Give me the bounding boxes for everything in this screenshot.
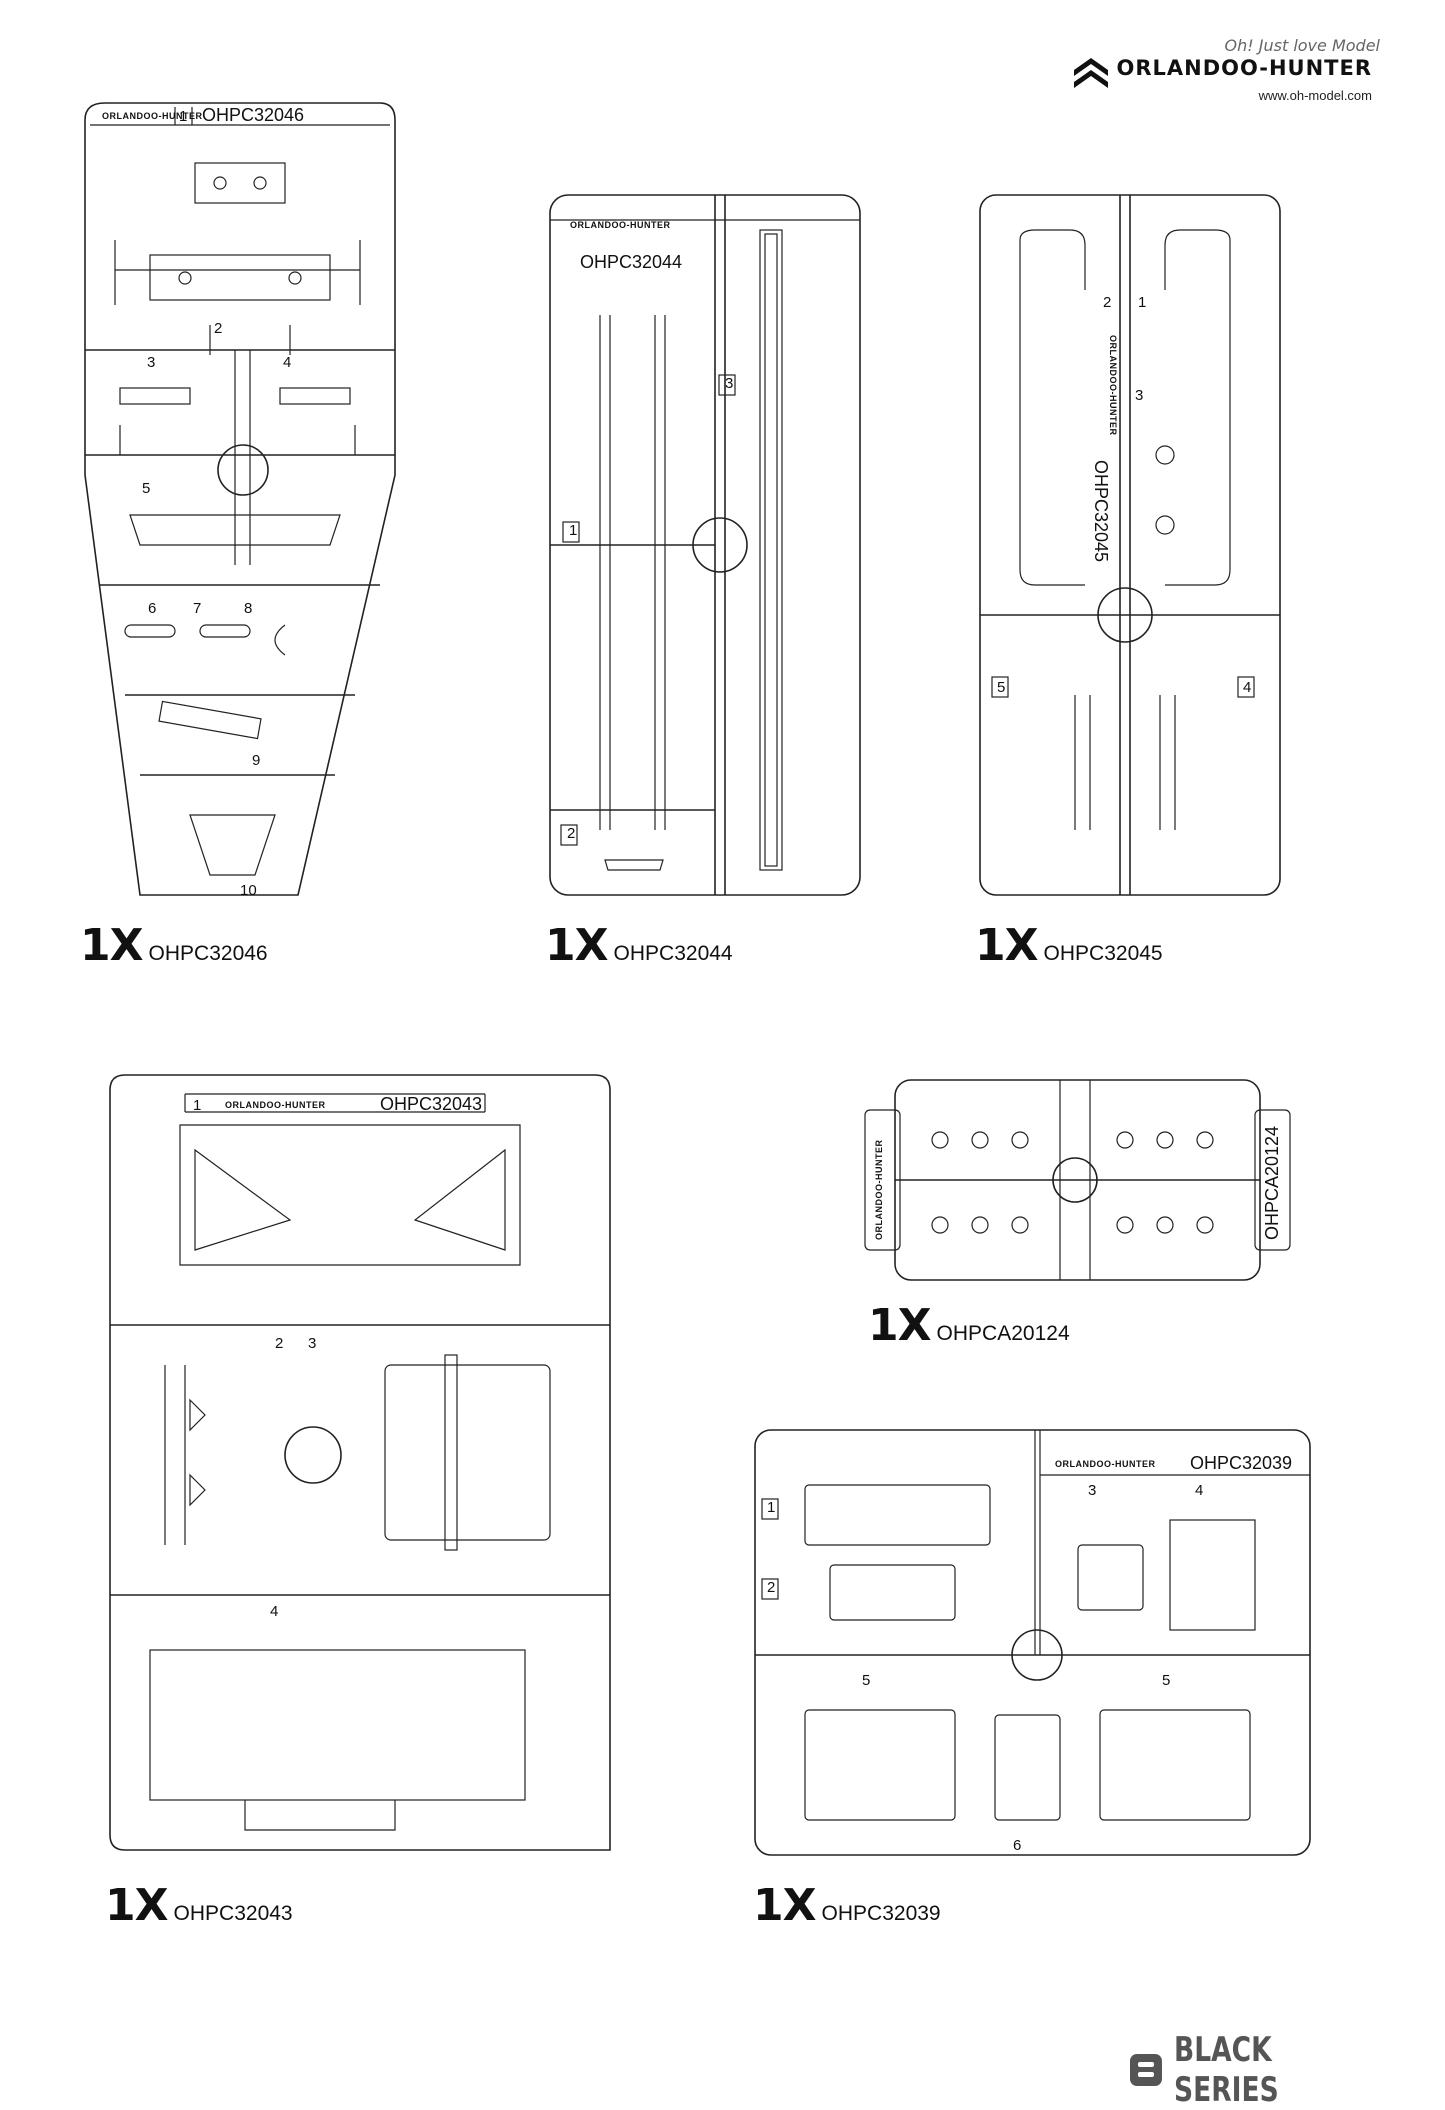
sprue-diagram-ohpc32046: ORLANDOO-HUNTER 1 OHPC32046 2 3 4 5 6 7 … bbox=[84, 102, 396, 899]
plate-brand: ORLANDOO-HUNTER bbox=[1055, 1459, 1156, 1469]
quantity-count: 1X bbox=[753, 1880, 817, 1931]
svg-text:2: 2 bbox=[567, 825, 575, 842]
svg-text:3: 3 bbox=[308, 1335, 316, 1352]
svg-text:1: 1 bbox=[1138, 294, 1146, 311]
svg-text:2: 2 bbox=[214, 320, 222, 337]
quantity-ohpc32044: 1X OHPC32044 bbox=[545, 920, 733, 971]
sprue-diagram-ohpc32044: ORLANDOO-HUNTER OHPC32044 1 3 2 bbox=[549, 194, 861, 896]
svg-text:4: 4 bbox=[1195, 1482, 1203, 1499]
svg-text:7: 7 bbox=[193, 600, 201, 617]
black-series-badge: BLACK SERIES bbox=[1128, 2030, 1445, 2110]
svg-text:5: 5 bbox=[1162, 1672, 1170, 1689]
svg-text:3: 3 bbox=[1088, 1482, 1096, 1499]
quantity-count: 1X bbox=[545, 920, 609, 971]
plate-brand: ORLANDOO-HUNTER bbox=[874, 1140, 884, 1241]
quantity-ohpca20124: 1X OHPCA20124 bbox=[868, 1300, 1070, 1351]
svg-text:1: 1 bbox=[193, 1097, 201, 1114]
part-code: OHPC32044 bbox=[613, 942, 733, 965]
svg-text:2: 2 bbox=[275, 1335, 283, 1352]
svg-text:1: 1 bbox=[179, 108, 187, 125]
plate-brand: ORLANDOO-HUNTER bbox=[1108, 335, 1118, 436]
svg-text:5: 5 bbox=[142, 480, 150, 497]
part-code: OHPC32043 bbox=[173, 1902, 293, 1925]
quantity-count: 1X bbox=[105, 1880, 169, 1931]
quantity-count: 1X bbox=[868, 1300, 932, 1351]
svg-text:1: 1 bbox=[569, 522, 577, 539]
plate-code: OHPC32039 bbox=[1190, 1453, 1292, 1473]
quantity-count: 1X bbox=[975, 920, 1039, 971]
svg-text:3: 3 bbox=[725, 375, 733, 392]
svg-text:1: 1 bbox=[767, 1499, 775, 1516]
sprue-diagram-ohpc32043: 1 ORLANDOO-HUNTER OHPC32043 2 3 4 bbox=[109, 1074, 611, 1851]
svg-text:4: 4 bbox=[283, 354, 291, 371]
svg-text:9: 9 bbox=[252, 752, 260, 769]
orlandoo-hunter-logo-icon bbox=[1074, 58, 1108, 88]
plate-brand: ORLANDOO-HUNTER bbox=[225, 1100, 326, 1110]
svg-text:3: 3 bbox=[1135, 387, 1143, 404]
quantity-count: 1X bbox=[80, 920, 144, 971]
sprue-diagram-ohpca20124: ORLANDOO-HUNTER OHPCA20124 bbox=[864, 1079, 1291, 1281]
brand-tagline: Oh! Just love Model bbox=[1224, 36, 1380, 55]
quantity-ohpc32043: 1X OHPC32043 bbox=[105, 1880, 293, 1931]
plate-code: OHPCA20124 bbox=[1262, 1126, 1282, 1240]
svg-text:2: 2 bbox=[1103, 294, 1111, 311]
part-code: OHPC32045 bbox=[1043, 942, 1163, 965]
part-code: OHPC32046 bbox=[148, 942, 268, 965]
plate-code: OHPC32044 bbox=[580, 252, 682, 272]
quantity-ohpc32039: 1X OHPC32039 bbox=[753, 1880, 941, 1931]
plate-code: OHPC32043 bbox=[380, 1094, 482, 1114]
plate-code: OHPC32046 bbox=[202, 105, 304, 125]
quantity-ohpc32046: 1X OHPC32046 bbox=[80, 920, 268, 971]
sprue-diagram-ohpc32039: ORLANDOO-HUNTER OHPC32039 1 2 3 4 5 5 6 bbox=[754, 1429, 1311, 1856]
svg-text:3: 3 bbox=[147, 354, 155, 371]
svg-text:6: 6 bbox=[1013, 1837, 1021, 1854]
svg-text:5: 5 bbox=[997, 679, 1005, 696]
svg-text:2: 2 bbox=[767, 1579, 775, 1596]
svg-text:6: 6 bbox=[148, 600, 156, 617]
plate-code: OHPC32045 bbox=[1091, 460, 1111, 562]
series-name: BLACK SERIES bbox=[1173, 2030, 1279, 2110]
brand-name: ORLANDOO-HUNTER bbox=[1116, 56, 1372, 80]
quantity-ohpc32045: 1X OHPC32045 bbox=[975, 920, 1163, 971]
svg-text:4: 4 bbox=[1243, 679, 1251, 696]
sprue-diagram-ohpc32045: 2 1 3 ORLANDOO-HUNTER OHPC32045 5 4 bbox=[979, 194, 1281, 896]
svg-text:5: 5 bbox=[862, 1672, 870, 1689]
part-code: OHPC32039 bbox=[821, 1902, 941, 1925]
svg-text:8: 8 bbox=[244, 600, 252, 617]
svg-text:10: 10 bbox=[240, 882, 257, 899]
black-series-logo-icon bbox=[1129, 2054, 1162, 2086]
part-code: OHPCA20124 bbox=[936, 1322, 1070, 1345]
brand-website: www.oh-model.com bbox=[1258, 88, 1372, 103]
plate-brand: ORLANDOO-HUNTER bbox=[570, 220, 671, 230]
brand-header: Oh! Just love Model ORLANDOO-HUNTER www.… bbox=[1070, 30, 1390, 103]
svg-text:4: 4 bbox=[270, 1603, 278, 1620]
plate-brand: ORLANDOO-HUNTER bbox=[102, 111, 203, 121]
